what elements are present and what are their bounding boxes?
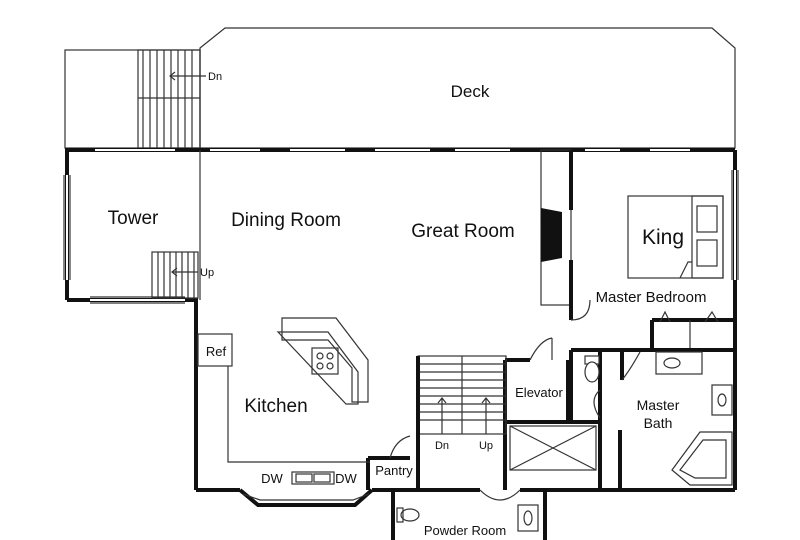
tower-stair (151, 251, 199, 299)
master-bedroom-label: Master Bedroom (596, 289, 707, 306)
fireplace-label: FP (543, 228, 557, 240)
deck-area (64, 27, 736, 149)
deck-stair-dn-label: Dn (208, 71, 222, 83)
dishwasher-left-label: DW (261, 471, 283, 486)
powder-room-label: Powder Room (424, 523, 506, 538)
pantry-label: Pantry (375, 463, 413, 478)
powder-room-walls (391, 489, 547, 540)
deck-stair (137, 49, 206, 149)
stair-up-label: Up (479, 440, 493, 452)
tower-stair-up-label: Up (200, 267, 214, 279)
master-closets (650, 310, 735, 350)
king-bed (627, 195, 724, 279)
dining-room-label: Dining Room (231, 210, 341, 231)
master-bath-label-line1: Master (637, 397, 680, 413)
elevator-walls (503, 337, 600, 490)
king-bed-label: King (642, 226, 684, 249)
exterior-walls (63, 148, 739, 507)
main-stair (416, 355, 507, 490)
stair-dn-label: Dn (435, 440, 449, 452)
fireplace-wall (540, 149, 591, 321)
master-bath-label-line2: Bath (644, 415, 673, 431)
master-bath-walls (569, 348, 735, 490)
deck-label: Deck (451, 82, 490, 101)
tower-label: Tower (108, 208, 159, 229)
elevator-label: Elevator (515, 385, 563, 400)
great-room-label: Great Room (411, 221, 514, 242)
pantry-walls (366, 435, 411, 490)
kitchen-label: Kitchen (244, 396, 307, 417)
dishwasher-right-label: DW (335, 471, 357, 486)
ref-label: Ref (206, 344, 227, 359)
kitchen-fixtures (197, 317, 370, 485)
